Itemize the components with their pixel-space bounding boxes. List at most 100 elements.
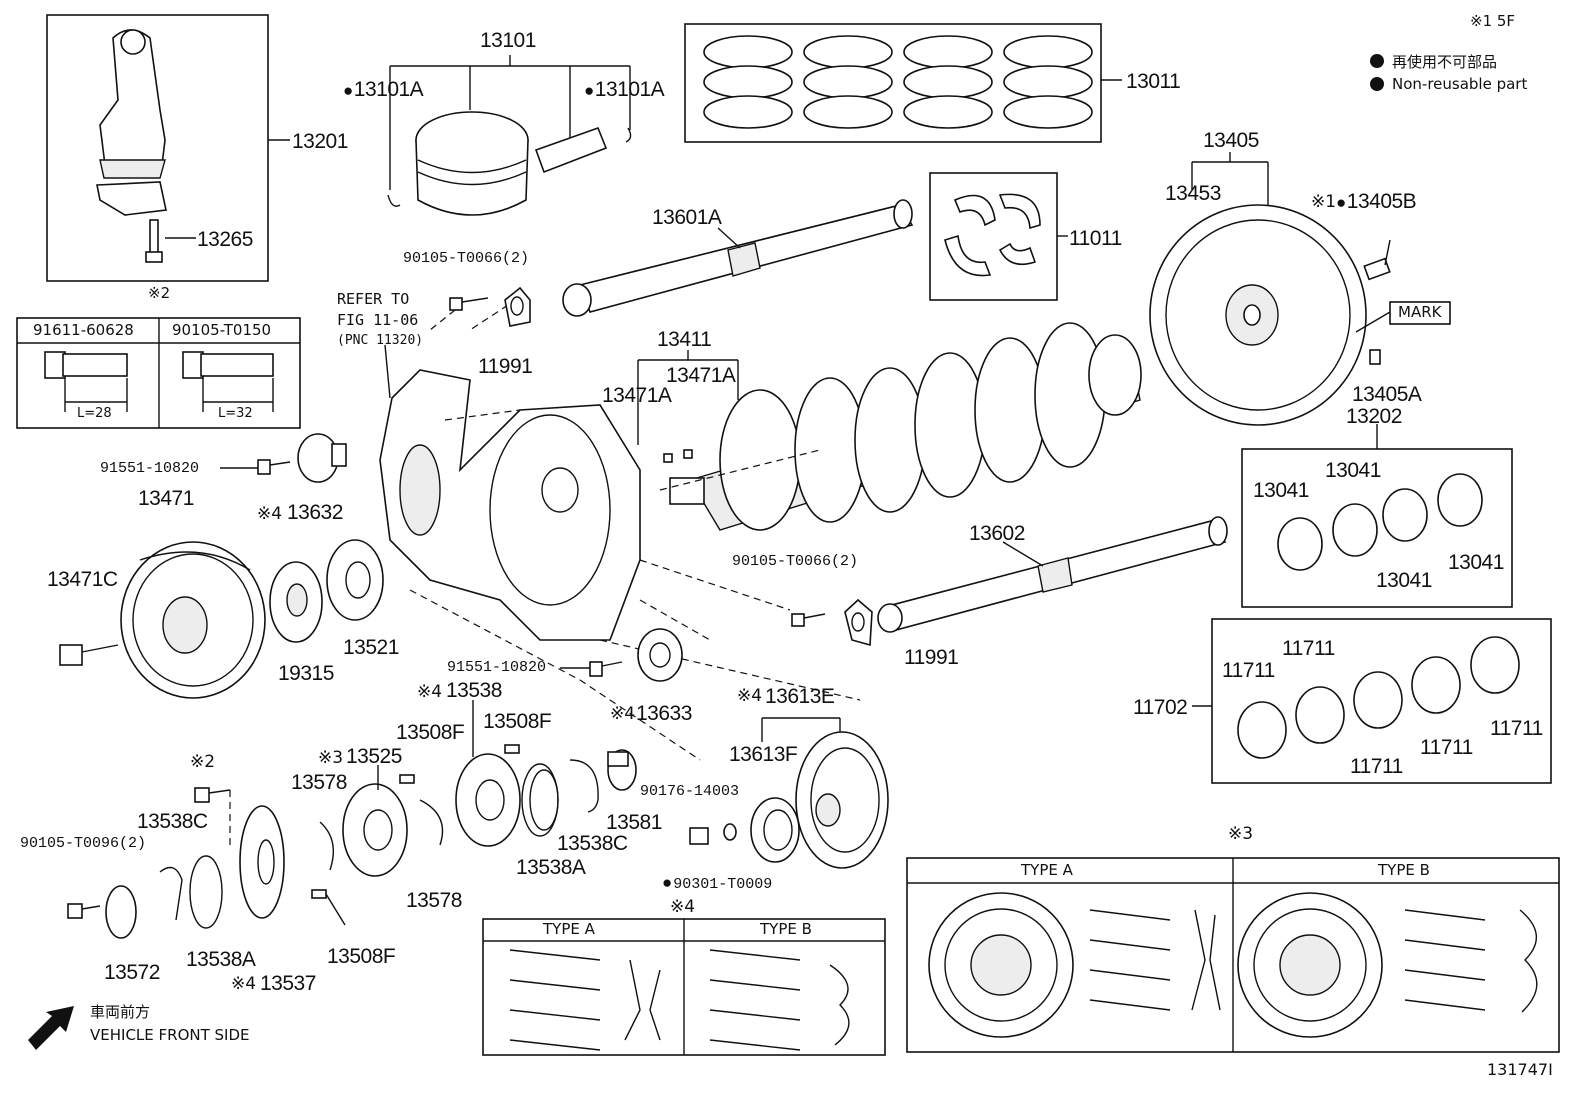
part-11711-d[interactable]: 11711 xyxy=(1420,736,1473,759)
bolt-table-note: ※2 xyxy=(148,284,171,302)
part-13601A[interactable]: 13601A xyxy=(652,206,722,229)
part-11711-a[interactable]: 11711 xyxy=(1282,637,1335,660)
part-13202[interactable]: 13202 xyxy=(1346,405,1402,428)
part-13411[interactable]: 13411 xyxy=(657,328,712,351)
bolt-90105-T0096 xyxy=(67,903,101,919)
part-13041-b[interactable]: 13041 xyxy=(1253,479,1309,502)
part-90176-14003[interactable]: 90176-14003 xyxy=(640,783,740,800)
part-13101A-left[interactable]: 13101A xyxy=(343,79,424,100)
note2-bolt: ※2 xyxy=(190,752,216,772)
part-13508F-a[interactable]: 13508F xyxy=(396,721,465,744)
part-13011[interactable]: 13011 xyxy=(1126,70,1181,93)
part-13101[interactable]: 13101 xyxy=(480,29,536,52)
part-90301-T0009[interactable]: 90301-T0009 xyxy=(662,876,772,893)
bolt-table-part2[interactable]: 90105-T0150 xyxy=(172,321,272,339)
sheet-number: 131747I xyxy=(1487,1060,1553,1079)
bolt-l32-drawing xyxy=(182,351,274,412)
note-13633: ※4 xyxy=(610,704,636,724)
part-13538C-b[interactable]: 13538C xyxy=(557,832,628,855)
plate-13537-drawing xyxy=(239,805,285,919)
part-90105-T0066-mid[interactable]: 90105-T0066(2) xyxy=(732,553,859,570)
part-13633[interactable]: 13633 xyxy=(636,702,692,725)
part-13041-a[interactable]: 13041 xyxy=(1325,459,1381,482)
part-13405B[interactable]: 13405B xyxy=(1336,191,1417,212)
part-13508F-c[interactable]: 13508F xyxy=(327,945,396,968)
part-13578-a[interactable]: 13578 xyxy=(291,771,347,794)
part-13613F[interactable]: 13613F xyxy=(729,743,798,766)
pin-13508F-a xyxy=(399,774,415,784)
type4-a-label: TYPE A xyxy=(543,920,595,938)
legend-nonreusable-en: Non-reusable part xyxy=(1392,75,1528,93)
part-90105-T0096[interactable]: 90105-T0096(2) xyxy=(20,835,147,852)
part-13537[interactable]: 13537 xyxy=(260,972,316,995)
part-11711-e[interactable]: 11711 xyxy=(1350,755,1403,778)
part-13613E[interactable]: 13613E xyxy=(765,685,835,708)
front-housing-drawing xyxy=(379,369,641,641)
part-90105-T0066-top[interactable]: 90105-T0066(2) xyxy=(403,250,530,267)
part-13471A-a[interactable]: 13471A xyxy=(666,364,736,387)
part-13041-c[interactable]: 13041 xyxy=(1376,569,1432,592)
bolt-table-part1[interactable]: 91611-60628 xyxy=(33,321,134,339)
bolt-length-2: L=32 xyxy=(218,406,253,421)
part-13581[interactable]: 13581 xyxy=(606,811,662,834)
pin-13508F-b xyxy=(504,744,520,754)
crank-pulley-drawing xyxy=(120,541,266,699)
part-11991-mid[interactable]: 11991 xyxy=(904,646,959,669)
legend-nonreusable-jp: 再使用不可部品 xyxy=(1392,53,1498,71)
part-11711-b[interactable]: 11711 xyxy=(1222,659,1275,682)
ring-13538A-mid xyxy=(521,763,559,837)
part-91551-10820-a[interactable]: 91551-10820 xyxy=(100,460,200,477)
part-13521[interactable]: 13521 xyxy=(343,636,399,659)
part-13538C-a[interactable]: 13538C xyxy=(137,810,208,833)
part-13538A-a[interactable]: 13538A xyxy=(516,856,586,879)
thrust-washers-drawing xyxy=(944,193,1041,277)
part-13525[interactable]: 13525 xyxy=(346,745,402,768)
part-13405A[interactable]: 13405A xyxy=(1352,383,1422,406)
seal-13613F-drawing xyxy=(750,797,800,863)
bolt-91551-b xyxy=(589,661,623,677)
washer-13572-drawing xyxy=(105,885,137,939)
part-13041-d[interactable]: 13041 xyxy=(1448,551,1504,574)
part-11991-top[interactable]: 11991 xyxy=(478,355,533,378)
rod-bearings-drawing xyxy=(1277,473,1483,571)
part-13471A-b[interactable]: 13471A xyxy=(602,384,672,407)
part-13265[interactable]: 13265 xyxy=(197,228,253,251)
part-13453[interactable]: 13453 xyxy=(1165,182,1221,205)
part-13578-b[interactable]: 13578 xyxy=(406,889,462,912)
type4-a-tooth-drawing xyxy=(509,949,661,1051)
snap-ring-left xyxy=(387,194,401,207)
part-11711-c[interactable]: 11711 xyxy=(1490,717,1543,740)
part-13508F-b[interactable]: 13508F xyxy=(483,710,552,733)
part-13471C[interactable]: 13471C xyxy=(47,568,118,591)
gear-13613E-drawing xyxy=(795,731,889,869)
part-13405[interactable]: 13405 xyxy=(1203,129,1259,152)
gear-13632-drawing xyxy=(297,433,347,483)
bushing-90176-drawing xyxy=(689,827,709,845)
part-11011[interactable]: 11011 xyxy=(1069,227,1122,250)
part-13471[interactable]: 13471 xyxy=(138,487,194,510)
tensioner-13581-drawing xyxy=(607,749,637,791)
part-91551-10820-b[interactable]: 91551-10820 xyxy=(447,659,547,676)
snap-ring-right xyxy=(625,127,632,143)
part-13602[interactable]: 13602 xyxy=(969,522,1025,545)
part-13101A-right[interactable]: 13101A xyxy=(584,79,665,100)
bolt-mid-drawing xyxy=(791,613,826,627)
gear-13521-drawing xyxy=(326,539,384,621)
note-13538: ※4 xyxy=(417,682,443,702)
flywheel-pin-drawing xyxy=(1369,349,1381,365)
gear-13538-drawing xyxy=(455,753,521,847)
piston-pin-drawing xyxy=(534,126,608,174)
part-19315[interactable]: 19315 xyxy=(278,662,334,685)
part-13538A-b[interactable]: 13538A xyxy=(186,948,256,971)
vehicle-front-arrow xyxy=(28,1006,74,1050)
crankshaft-drawing xyxy=(669,322,1142,531)
part-13201[interactable]: 13201 xyxy=(292,130,348,153)
connecting-rod-box xyxy=(46,14,269,282)
bolt-91551-a xyxy=(257,459,291,475)
part-13572[interactable]: 13572 xyxy=(104,961,160,984)
part-11702[interactable]: 11702 xyxy=(1133,696,1188,719)
part-13538[interactable]: 13538 xyxy=(446,679,502,702)
part-13632[interactable]: 13632 xyxy=(287,501,343,524)
refer-line3: (PNC 11320) xyxy=(337,333,424,348)
